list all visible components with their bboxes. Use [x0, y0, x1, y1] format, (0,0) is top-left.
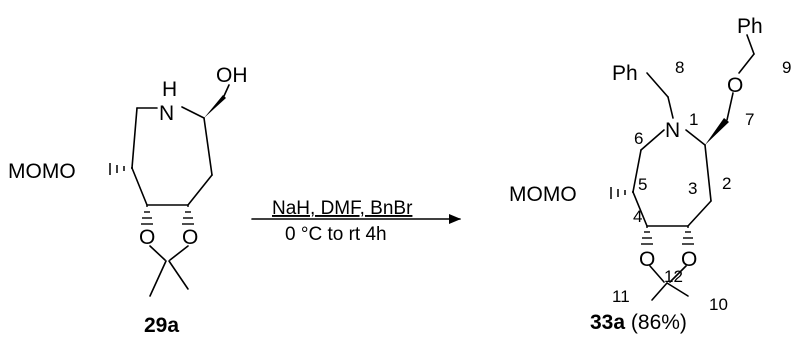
bond — [738, 53, 755, 74]
atom-number-9: 9 — [782, 58, 791, 77]
bond — [666, 282, 689, 297]
bond — [704, 144, 712, 202]
reactant-label: 29a — [144, 314, 179, 337]
wedge-bond — [204, 95, 226, 118]
atom-ph-ether: Ph — [737, 15, 763, 38]
bond — [667, 96, 674, 119]
hashed-bond — [682, 226, 694, 245]
bond — [640, 129, 665, 151]
bond — [669, 265, 687, 283]
bond — [169, 245, 189, 261]
atom-number-6: 6 — [634, 129, 643, 148]
product-label-id: 33a — [590, 311, 625, 334]
atom-number-7: 7 — [745, 110, 754, 129]
product-yield: (86%) — [631, 311, 687, 334]
atom-o-right: O — [182, 226, 198, 249]
atom-momo: MOMO — [8, 160, 76, 183]
bond — [651, 282, 668, 301]
bond — [687, 200, 712, 227]
bond — [131, 107, 138, 169]
atom-number-12: 12 — [664, 267, 683, 286]
atom-o-right: O — [681, 248, 697, 271]
bond — [632, 149, 642, 193]
hashed-bond — [141, 205, 153, 225]
atom-number-4: 4 — [633, 207, 642, 226]
product-label: 33a (86%) — [590, 311, 687, 334]
wedge-bond — [705, 118, 729, 145]
bond — [646, 72, 669, 98]
atom-number-3: 3 — [688, 179, 697, 198]
atom-number-10: 10 — [709, 295, 728, 314]
atom-number-8: 8 — [675, 58, 684, 77]
reagent-line-1: NaH, DMF, BnBr — [272, 198, 413, 219]
atom-n: N — [159, 102, 174, 125]
bond — [149, 245, 166, 261]
hashed-bond — [610, 187, 634, 199]
bond — [187, 174, 213, 206]
bond — [149, 260, 167, 297]
bond — [168, 260, 189, 290]
atom-o-left: O — [139, 226, 155, 249]
atom-momo: MOMO — [509, 183, 577, 206]
atom-n: N — [665, 119, 680, 142]
bond — [685, 129, 706, 146]
bond — [181, 106, 205, 119]
bond — [746, 34, 755, 55]
bond — [726, 92, 734, 121]
atom-oh: OH — [216, 64, 248, 87]
atom-h: H — [162, 78, 177, 101]
bond — [632, 191, 648, 227]
product-structure: Ph Ph O N MOMO O O 1 2 3 4 5 6 7 8 9 10 … — [509, 15, 791, 334]
hashed-bond — [182, 205, 194, 225]
atom-number-11: 11 — [612, 287, 630, 306]
bond — [203, 117, 213, 176]
reactant-structure: OH H N MOMO O O 29a — [8, 64, 248, 337]
bond — [223, 84, 230, 97]
hashed-bond — [641, 226, 653, 245]
atom-o-ether: O — [727, 74, 743, 97]
reaction-arrow: NaH, DMF, BnBr 0 °C to rt 4h — [251, 198, 461, 245]
atom-number-2: 2 — [722, 174, 731, 193]
atom-number-5: 5 — [638, 175, 647, 194]
atom-number-1: 1 — [689, 110, 698, 129]
bond — [131, 167, 148, 206]
hashed-bond — [109, 163, 133, 175]
atom-o-left: O — [639, 248, 655, 271]
reagent-line-2: 0 °C to rt 4h — [285, 224, 387, 245]
atom-ph-n: Ph — [612, 62, 638, 85]
bond — [649, 265, 665, 283]
